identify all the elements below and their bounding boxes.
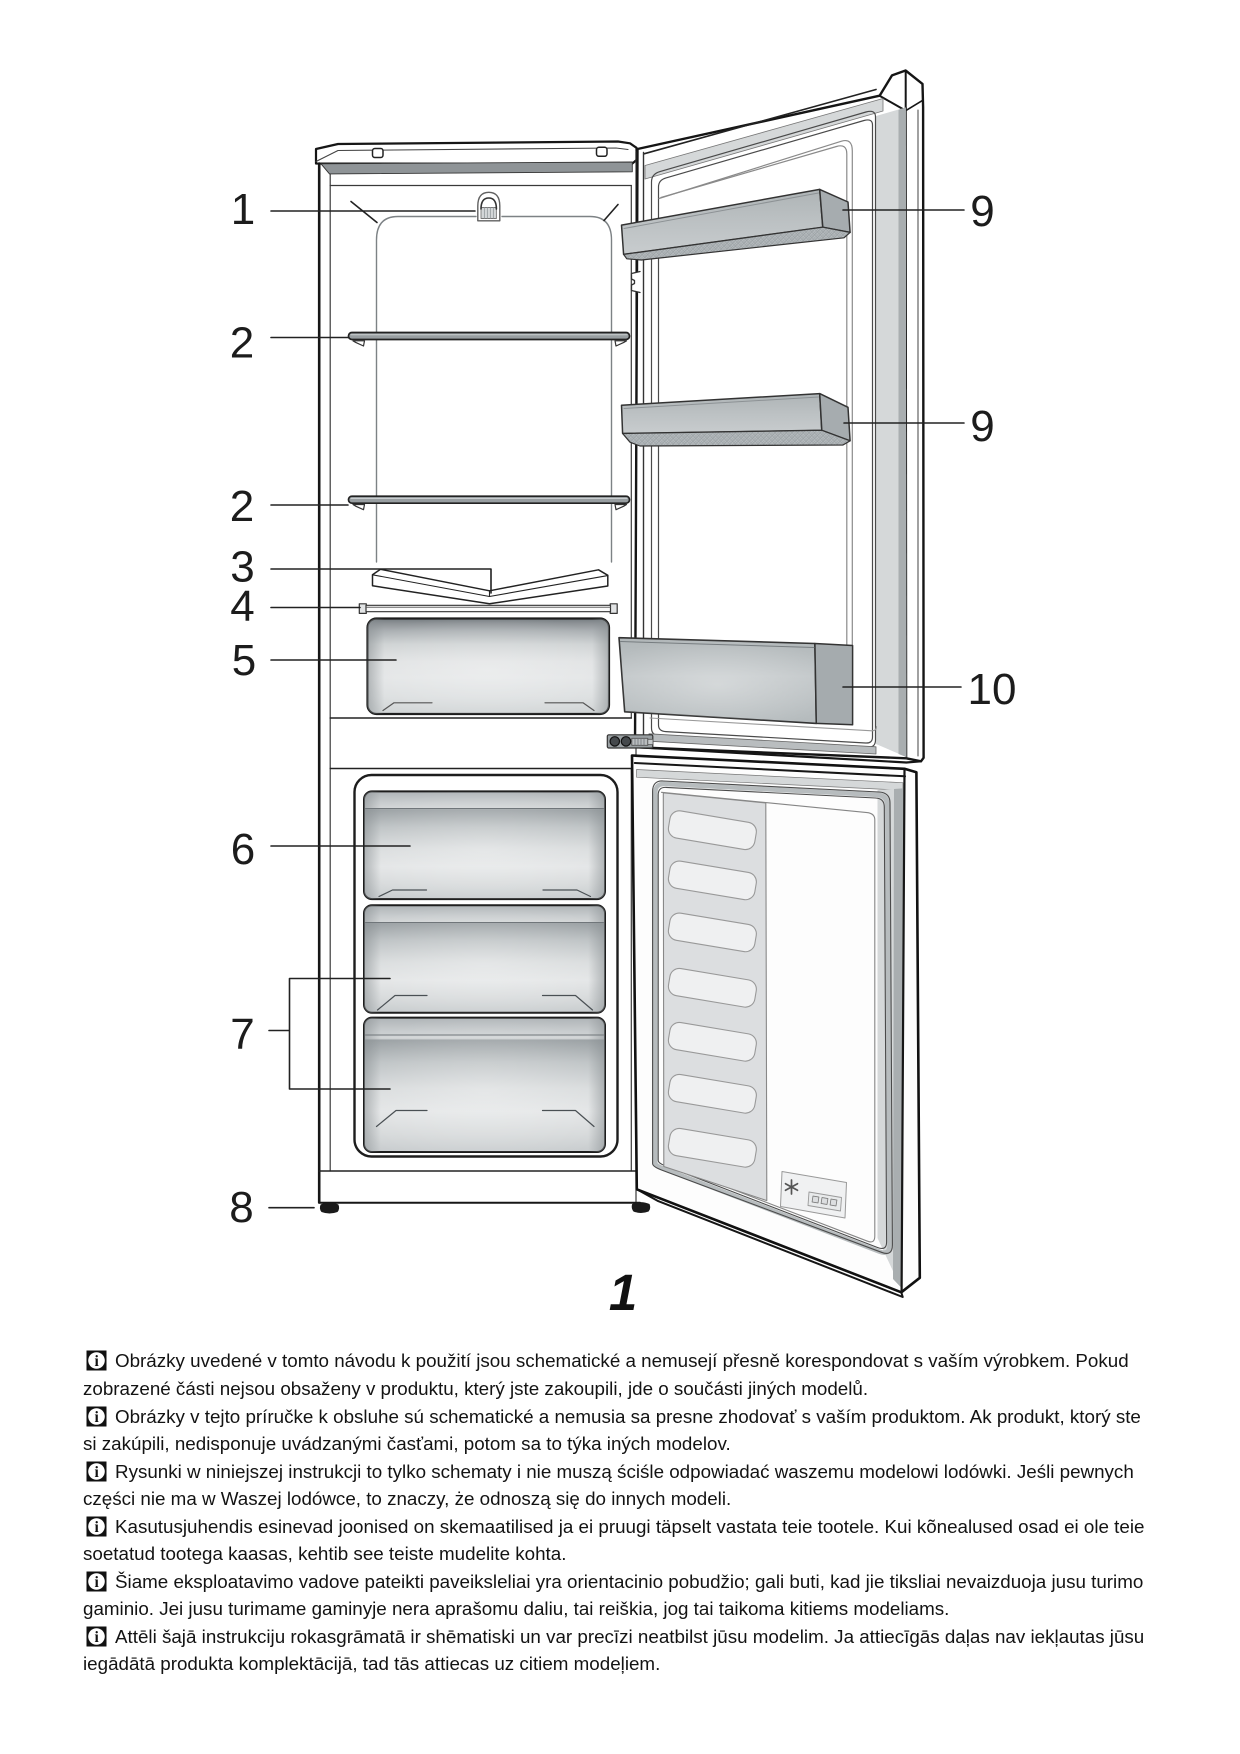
svg-text:2: 2: [230, 319, 254, 368]
svg-text:5: 5: [232, 636, 256, 685]
svg-text:i: i: [94, 1353, 99, 1370]
svg-text:7: 7: [230, 1010, 254, 1059]
svg-text:i: i: [94, 1464, 99, 1481]
svg-text:2: 2: [230, 482, 254, 531]
svg-text:3: 3: [230, 543, 254, 592]
svg-text:4: 4: [230, 582, 254, 631]
svg-text:i: i: [94, 1629, 99, 1646]
svg-text:1: 1: [231, 185, 255, 234]
svg-text:i: i: [94, 1409, 99, 1426]
svg-text:i: i: [94, 1574, 99, 1591]
svg-text:9: 9: [970, 187, 994, 236]
svg-text:8: 8: [229, 1183, 253, 1232]
svg-text:10: 10: [968, 665, 1017, 714]
svg-text:9: 9: [970, 402, 994, 451]
svg-text:i: i: [94, 1519, 99, 1536]
svg-text:1: 1: [609, 1264, 637, 1321]
svg-text:6: 6: [231, 825, 255, 874]
